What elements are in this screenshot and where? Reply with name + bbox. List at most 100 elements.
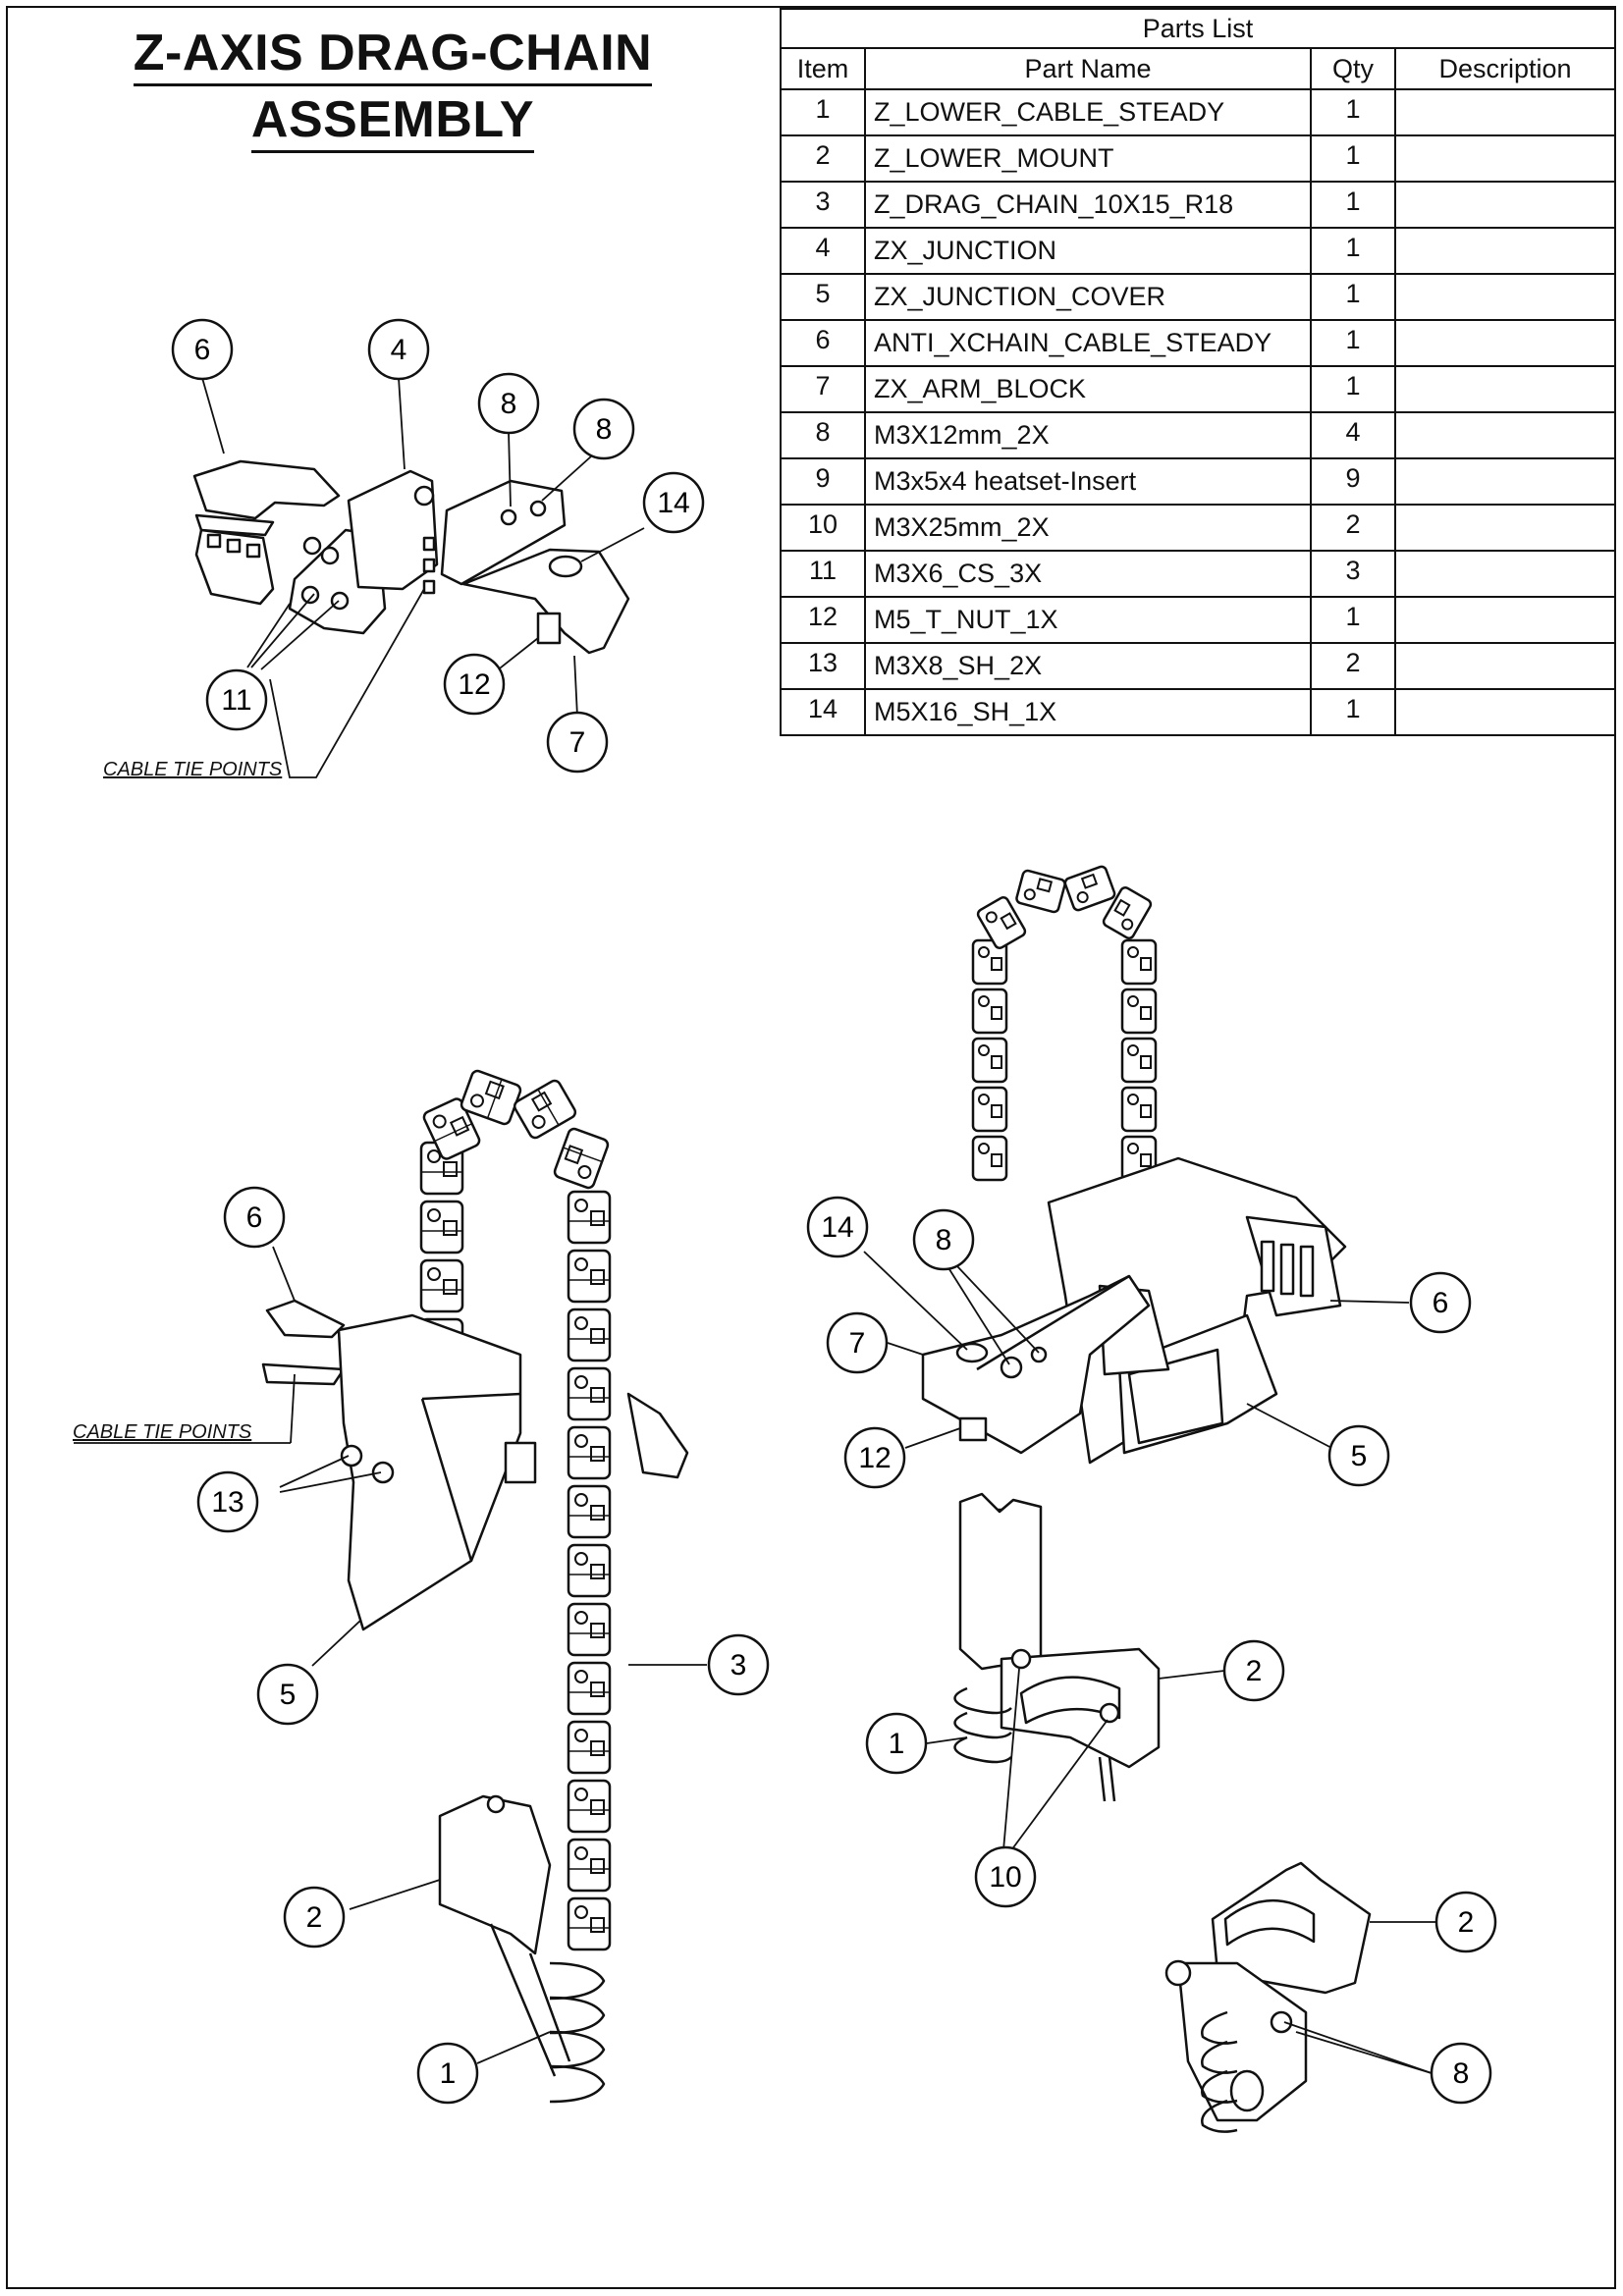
column-header-description: Description bbox=[1394, 47, 1616, 90]
part-item-number: 11 bbox=[780, 550, 866, 598]
part-description bbox=[1394, 596, 1616, 644]
part-qty: 1 bbox=[1310, 688, 1396, 736]
part-item-number: 8 bbox=[780, 411, 866, 459]
svg-text:13: 13 bbox=[211, 1486, 243, 1519]
balloon-c8: 8 bbox=[912, 1208, 975, 1271]
balloon-e8: 8 bbox=[1430, 2042, 1492, 2105]
part-description bbox=[1394, 134, 1616, 183]
svg-text:10: 10 bbox=[989, 1861, 1021, 1894]
balloon-b2: 2 bbox=[283, 1886, 346, 1949]
part-description bbox=[1394, 319, 1616, 367]
part-description bbox=[1394, 227, 1616, 275]
view-a-assembly bbox=[192, 459, 630, 655]
part-item-number: 10 bbox=[780, 504, 866, 552]
title-line-2: ASSEMBLY bbox=[98, 90, 687, 153]
view-d-leaders bbox=[926, 1668, 1225, 1851]
part-name: Z_LOWER_CABLE_STEADY bbox=[864, 88, 1312, 136]
part-name: M3X8_SH_2X bbox=[864, 642, 1312, 690]
drawing-sheet bbox=[6, 6, 1616, 2289]
balloon-c12: 12 bbox=[843, 1426, 906, 1489]
part-description bbox=[1394, 642, 1616, 690]
part-qty: 1 bbox=[1310, 88, 1396, 136]
part-qty: 1 bbox=[1310, 134, 1396, 183]
part-name: M5X16_SH_1X bbox=[864, 688, 1312, 736]
balloon-b5: 5 bbox=[256, 1663, 319, 1726]
part-item-number: 9 bbox=[780, 457, 866, 506]
svg-text:2: 2 bbox=[1246, 1655, 1263, 1687]
part-qty: 1 bbox=[1310, 319, 1396, 367]
svg-text:7: 7 bbox=[569, 726, 586, 759]
balloon-d10: 10 bbox=[974, 1845, 1037, 1908]
balloon-a8-right: 8 bbox=[572, 398, 635, 460]
part-qty: 2 bbox=[1310, 504, 1396, 552]
balloon-a6: 6 bbox=[171, 318, 234, 381]
part-item-number: 2 bbox=[780, 134, 866, 183]
part-qty: 1 bbox=[1310, 596, 1396, 644]
balloon-a11: 11 bbox=[205, 668, 268, 731]
balloon-c14: 14 bbox=[806, 1196, 869, 1258]
svg-text:8: 8 bbox=[1453, 2057, 1470, 2090]
svg-text:12: 12 bbox=[458, 668, 490, 701]
view-a-leaders bbox=[201, 377, 645, 778]
balloon-b13: 13 bbox=[196, 1470, 259, 1533]
svg-text:5: 5 bbox=[1351, 1440, 1368, 1472]
title-line-1: Z-AXIS DRAG-CHAIN bbox=[98, 24, 687, 86]
svg-text:8: 8 bbox=[501, 388, 517, 420]
balloon-b3: 3 bbox=[707, 1633, 770, 1696]
cable-tie-points-note-top: CABLE TIE POINTS bbox=[103, 759, 283, 780]
part-qty: 1 bbox=[1310, 273, 1396, 321]
part-name: ZX_ARM_BLOCK bbox=[864, 365, 1312, 413]
balloon-d2: 2 bbox=[1222, 1639, 1285, 1702]
column-header-qty: Qty bbox=[1310, 47, 1396, 90]
part-name: ZX_JUNCTION_COVER bbox=[864, 273, 1312, 321]
part-description bbox=[1394, 550, 1616, 598]
svg-text:6: 6 bbox=[1433, 1287, 1449, 1319]
svg-text:12: 12 bbox=[858, 1442, 891, 1474]
part-item-number: 13 bbox=[780, 642, 866, 690]
part-description bbox=[1394, 365, 1616, 413]
part-item-number: 12 bbox=[780, 596, 866, 644]
balloon-d1: 1 bbox=[865, 1712, 928, 1775]
view-e-leaders bbox=[1283, 1921, 1435, 2074]
part-qty: 9 bbox=[1310, 457, 1396, 506]
part-item-number: 5 bbox=[780, 273, 866, 321]
svg-text:11: 11 bbox=[221, 684, 251, 717]
part-name: M3X12mm_2X bbox=[864, 411, 1312, 459]
part-qty: 2 bbox=[1310, 642, 1396, 690]
part-item-number: 1 bbox=[780, 88, 866, 136]
balloon-c6: 6 bbox=[1409, 1271, 1472, 1334]
svg-text:6: 6 bbox=[246, 1201, 263, 1234]
part-qty: 4 bbox=[1310, 411, 1396, 459]
part-item-number: 3 bbox=[780, 181, 866, 229]
balloon-c7: 7 bbox=[826, 1311, 889, 1374]
part-name: ANTI_XCHAIN_CABLE_STEADY bbox=[864, 319, 1312, 367]
part-qty: 1 bbox=[1310, 181, 1396, 229]
parts-list-caption: Parts List bbox=[780, 8, 1616, 49]
balloon-b1: 1 bbox=[416, 2042, 479, 2105]
balloon-e2: 2 bbox=[1434, 1891, 1497, 1953]
svg-text:4: 4 bbox=[391, 334, 407, 366]
part-item-number: 7 bbox=[780, 365, 866, 413]
balloon-c5: 5 bbox=[1327, 1424, 1390, 1487]
svg-text:14: 14 bbox=[821, 1211, 853, 1244]
svg-text:6: 6 bbox=[194, 334, 211, 366]
cable-tie-points-note-middle: CABLE TIE POINTS bbox=[73, 1421, 252, 1443]
part-name: Z_LOWER_MOUNT bbox=[864, 134, 1312, 183]
part-description bbox=[1394, 457, 1616, 506]
part-name: M3X6_CS_3X bbox=[864, 550, 1312, 598]
part-description bbox=[1394, 411, 1616, 459]
view-c-parts bbox=[921, 1156, 1347, 1465]
part-description bbox=[1394, 504, 1616, 552]
